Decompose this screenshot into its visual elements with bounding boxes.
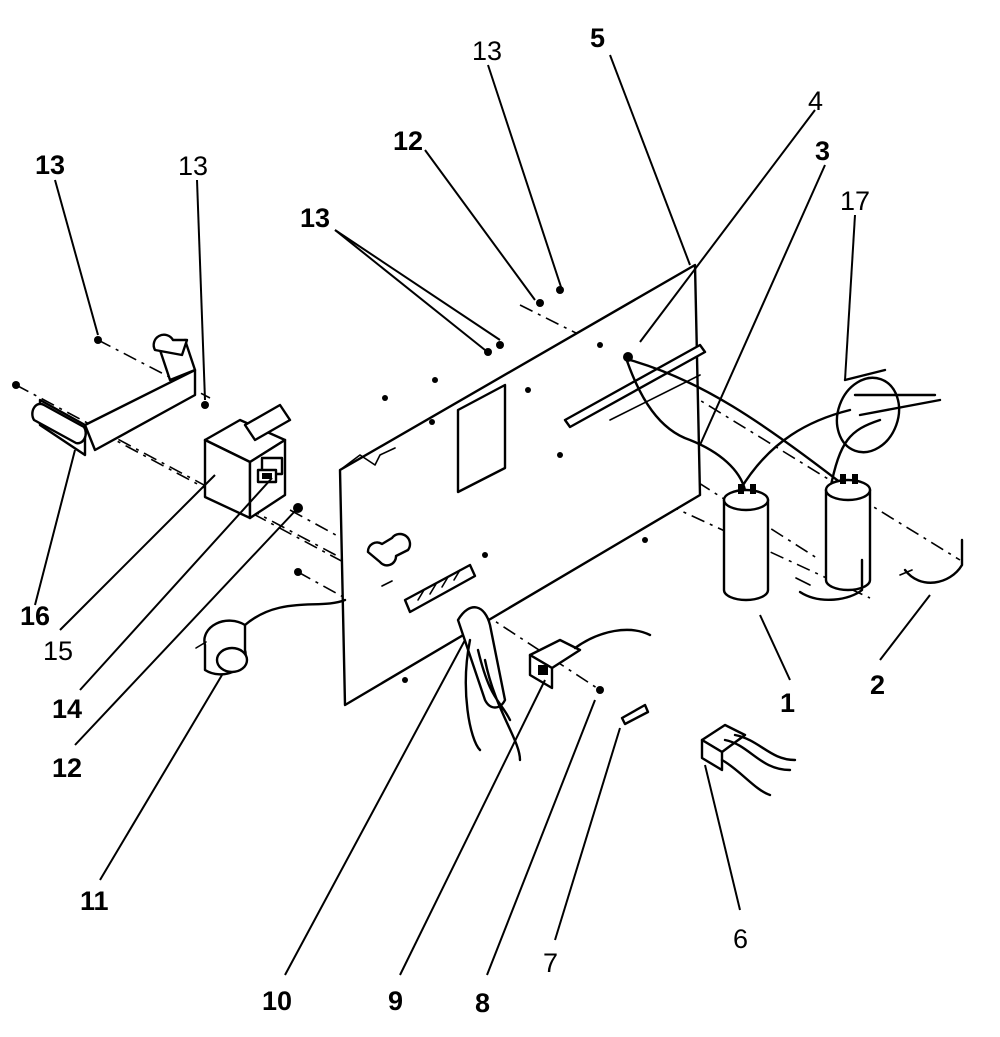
strap-2: [795, 538, 964, 602]
rod-3: [563, 343, 707, 429]
callout-4: 4: [808, 86, 823, 116]
callout-13-left: 13: [35, 150, 65, 180]
connector-8: [528, 628, 652, 690]
terminal-14: [256, 468, 278, 484]
callout-9: 9: [388, 986, 403, 1016]
capacitor-1: [722, 484, 770, 602]
switch-10: [456, 606, 522, 762]
callout-7: 7: [543, 948, 558, 978]
callout-2: 2: [870, 670, 885, 700]
callout-13-center: 13: [300, 203, 330, 233]
callout-6: 6: [733, 924, 748, 954]
callout-13-mid: 13: [178, 151, 208, 181]
control-panel-5: [338, 263, 702, 707]
callout-10: 10: [262, 986, 292, 1016]
callout-13-top: 13: [472, 36, 502, 66]
wire-harness-4: [623, 352, 852, 492]
callouts: 1 2 3 4 5 6 7 8 9 10 11 12 12 13 13 13 1…: [20, 23, 885, 1018]
callout-12-upper: 12: [393, 126, 423, 156]
relay-box-15: [203, 403, 292, 520]
screws: [12, 286, 604, 694]
z-bracket-16: [31, 333, 197, 457]
pin-7: [620, 703, 650, 726]
capacitor-1b: [824, 474, 872, 592]
wire-loop-17: [738, 368, 942, 492]
motor-11: [195, 598, 347, 676]
callout-8: 8: [475, 988, 490, 1018]
callout-16: 16: [20, 601, 50, 631]
callout-12-lower: 12: [52, 753, 82, 783]
callout-17: 17: [840, 186, 870, 216]
plug-6: [700, 723, 797, 797]
callout-15: 15: [43, 636, 73, 666]
callout-11: 11: [80, 886, 109, 916]
leader-lines: [34, 54, 931, 976]
callout-3: 3: [815, 136, 830, 166]
callout-14: 14: [52, 694, 82, 724]
callout-5: 5: [590, 23, 605, 53]
callout-1: 1: [780, 688, 795, 718]
